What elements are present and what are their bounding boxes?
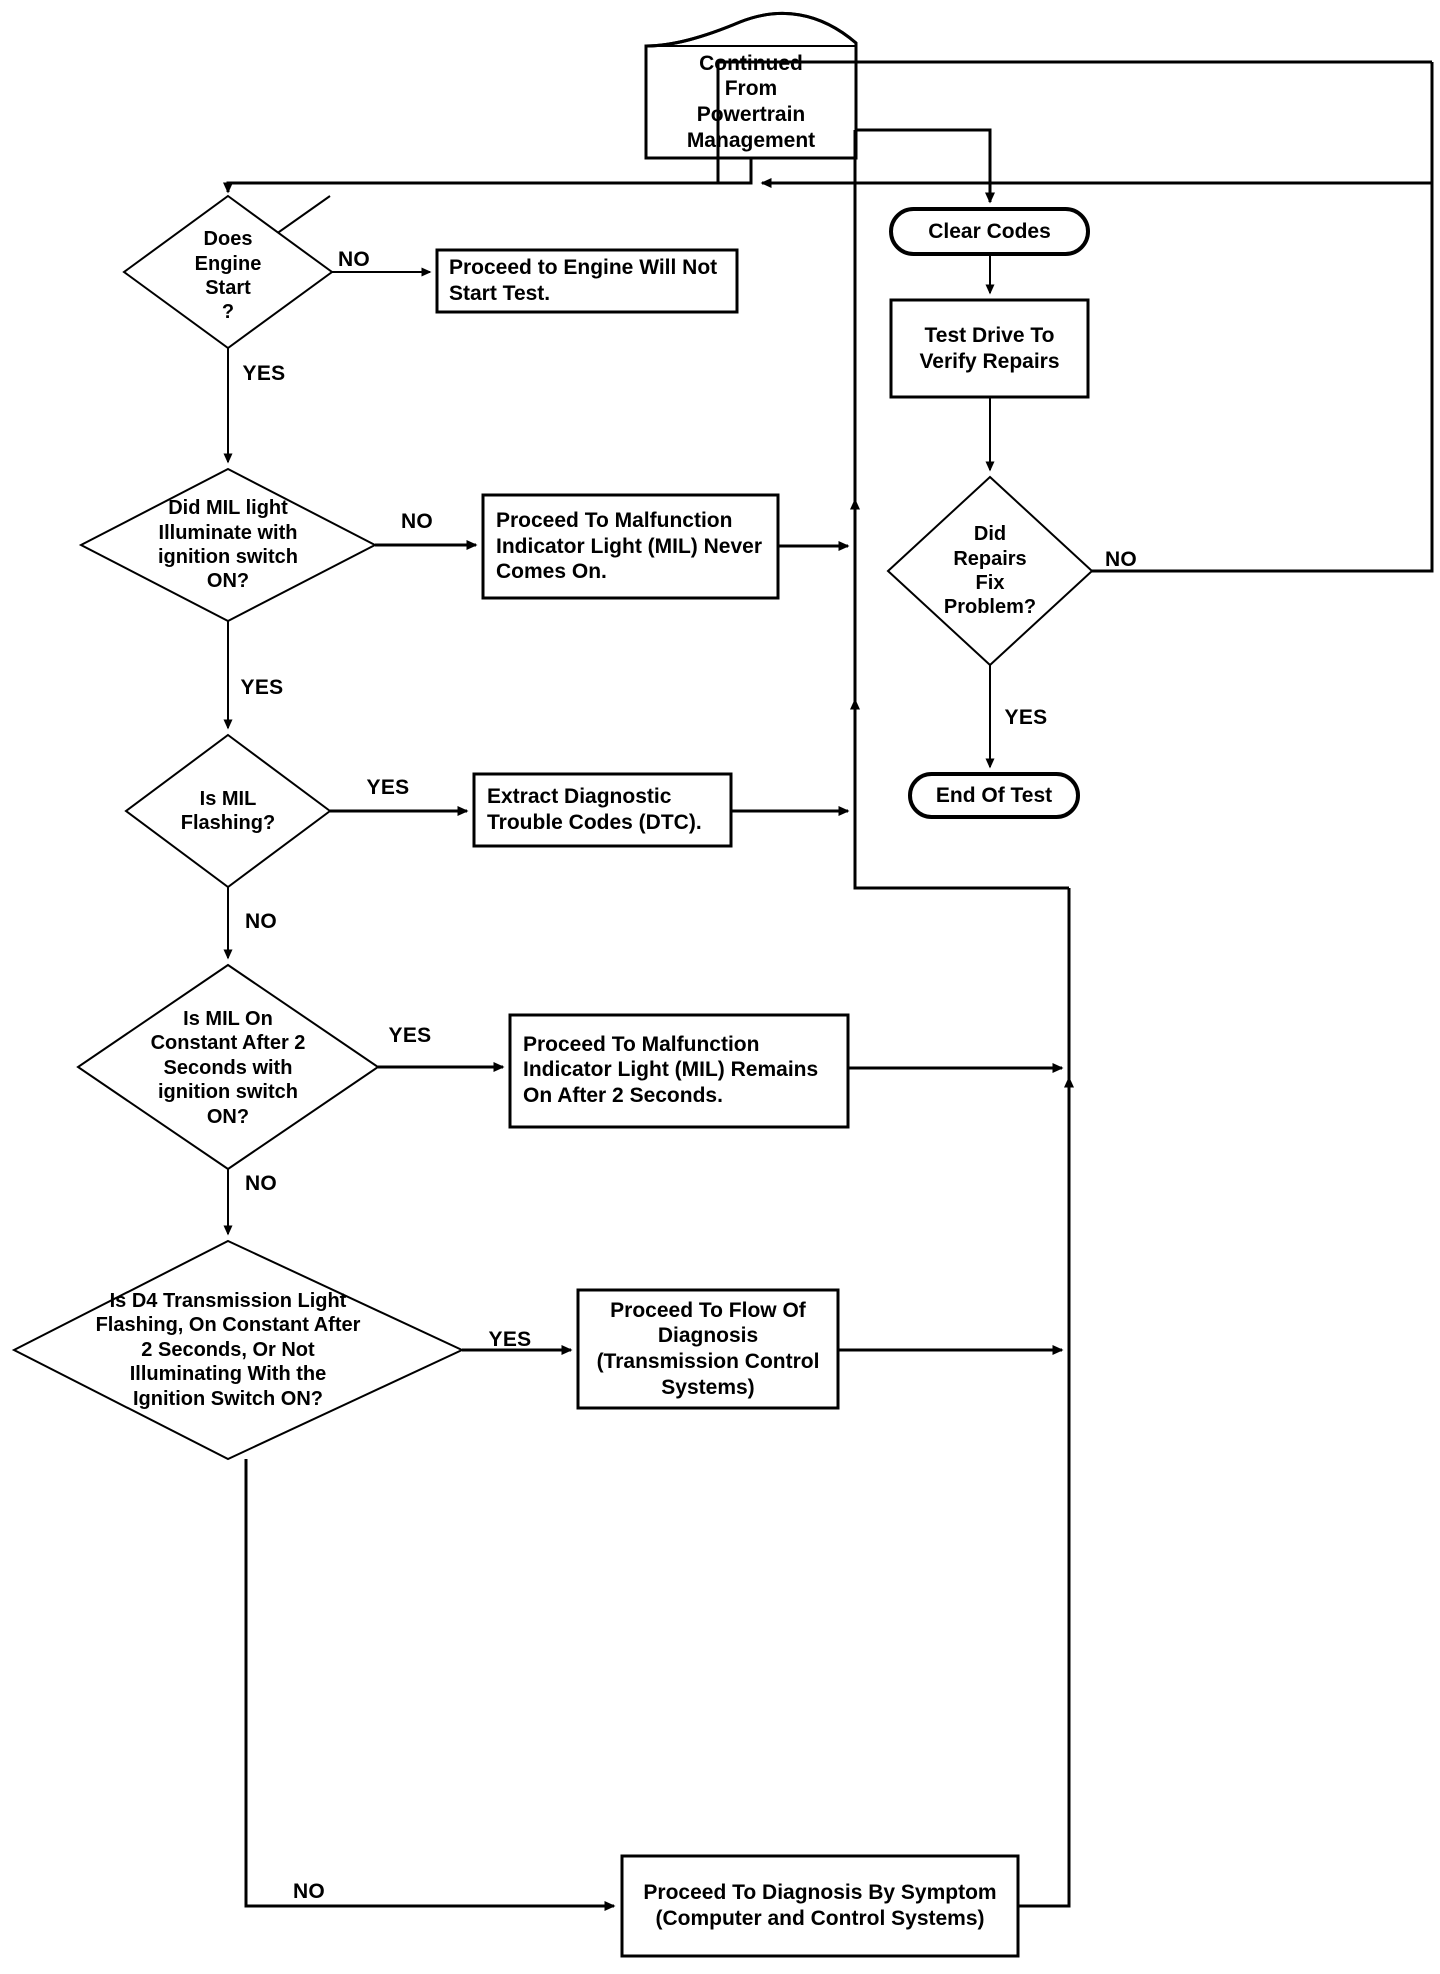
node-engine-will-not-start-test	[435, 248, 739, 314]
node-end-of-test	[908, 772, 1080, 819]
edge-repairs-no	[1092, 62, 1434, 573]
node-clear-codes	[889, 207, 1090, 256]
edge-d4-no	[244, 1459, 616, 1911]
node-continued-from-powertrain	[644, 11, 858, 160]
edge-continued-to-engine-start	[223, 158, 753, 194]
node-diagnosis-by-symptom	[620, 1854, 1020, 1958]
node-flow-of-diagnosis	[576, 1288, 840, 1410]
node-is-mil-flashing	[124, 733, 332, 889]
node-is-mil-constant	[76, 963, 380, 1171]
node-did-mil-illuminate	[78, 467, 378, 623]
node-mil-never-comes-on	[481, 493, 780, 600]
node-mil-remains-on	[508, 1013, 850, 1129]
edge-symptom-to-rail	[1018, 1360, 1071, 1908]
node-extract-dtc	[472, 772, 733, 848]
edge-rail-to-clear-codes	[855, 128, 995, 204]
node-is-d4-transmission-light	[11, 1239, 465, 1461]
node-did-repairs-fix	[886, 475, 1094, 667]
node-test-drive	[889, 298, 1090, 399]
node-does-engine-start	[122, 194, 334, 350]
